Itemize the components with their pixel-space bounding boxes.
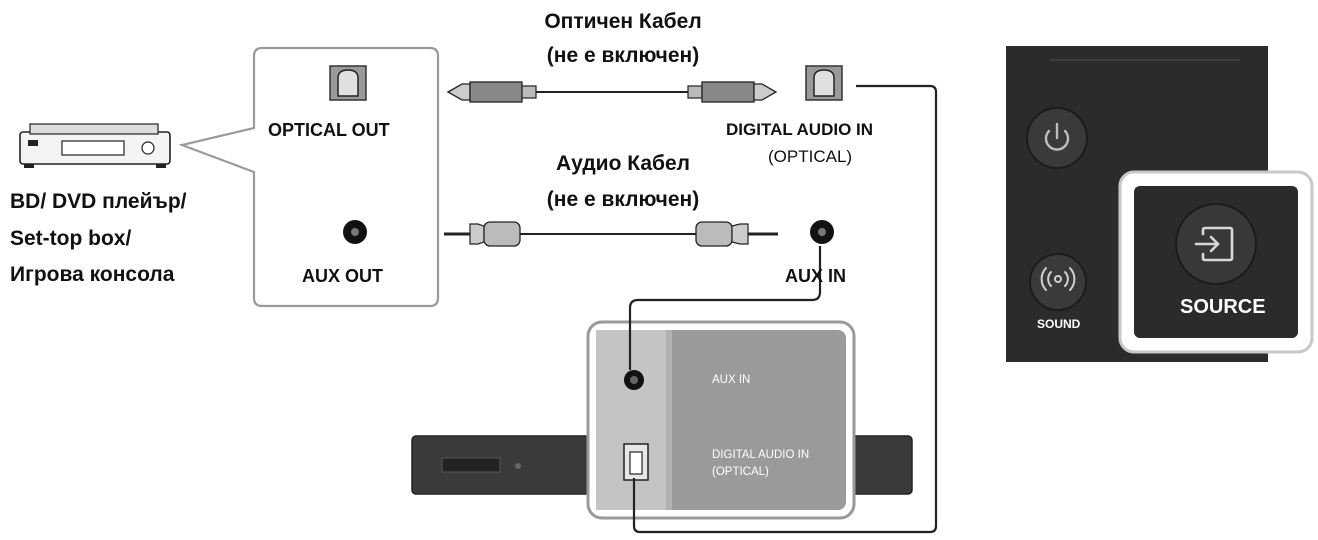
audio-cable-label-line1: Аудио Кабел	[556, 152, 690, 175]
source-ports-callout	[178, 46, 440, 308]
source-button-label: SOURCE	[1180, 296, 1266, 318]
optical-out-port-icon	[329, 65, 367, 101]
aux-out-label: AUX OUT	[302, 266, 383, 286]
audio-cable-label-line2: (не е включен)	[546, 188, 700, 211]
source-device-label-line3: Игрова консола	[10, 263, 175, 286]
connection-lines	[628, 84, 938, 534]
source-device-label-line1: BD/ DVD плейър/	[10, 190, 187, 213]
sound-icon	[1040, 267, 1076, 291]
optical-out-label: OPTICAL OUT	[268, 120, 390, 140]
optical-cable-label-line2: (не е включен)	[546, 44, 700, 67]
optical-cable-icon	[446, 81, 778, 103]
source-device-label-line2: Set-top box/	[10, 227, 132, 250]
bd-player-icon	[19, 123, 171, 168]
sound-button-label: SOUND	[1037, 317, 1081, 331]
source-input-icon	[1194, 226, 1234, 262]
aux-out-port-icon	[343, 220, 367, 244]
panel-digital-in-label-line2: (OPTICAL)	[712, 466, 769, 478]
soundbar-panel	[586, 320, 856, 520]
remote-control	[1006, 46, 1314, 362]
digital-audio-in-port-icon	[805, 65, 843, 101]
digital-audio-in-label-line2: (OPTICAL)	[768, 147, 853, 166]
aux-in-label: AUX IN	[785, 266, 847, 286]
optical-cable-label-line1: Оптичен Кабел	[544, 10, 702, 33]
aux-in-port-icon	[810, 220, 834, 244]
panel-digital-in-label-line1: DIGITAL AUDIO IN	[712, 449, 810, 461]
power-icon	[1044, 122, 1070, 151]
panel-aux-in-label: AUX IN	[712, 374, 751, 386]
digital-audio-in-label-line1: DIGITAL AUDIO IN	[726, 120, 874, 139]
audio-cable-icon	[444, 221, 778, 247]
